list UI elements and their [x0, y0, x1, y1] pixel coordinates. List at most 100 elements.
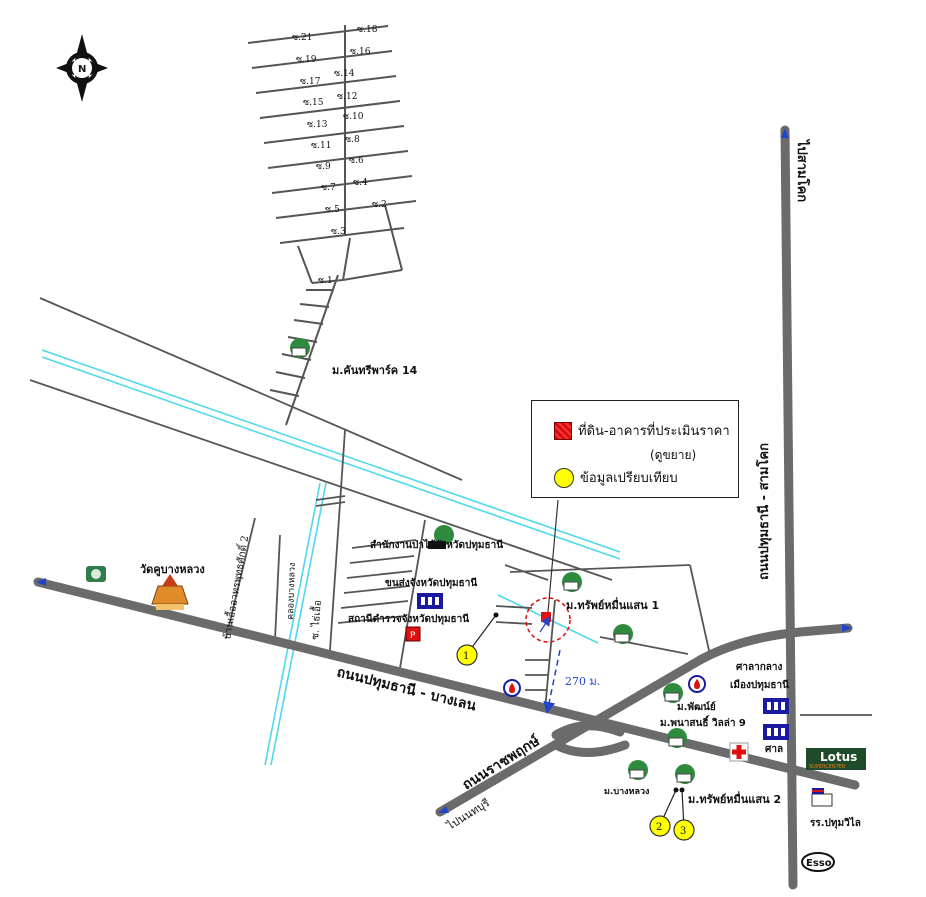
transport-office-label: ขนส่งจังหวัดปทุมธานี — [385, 577, 477, 589]
ban-uea-label: บ้านเอื้ออาทรพุทธศักดิ์ 2 — [219, 534, 251, 640]
soi-label: ซ.5 — [325, 205, 340, 215]
rail-lines — [29, 297, 613, 581]
canal-bang-luang-label: คลองบางหลวง — [286, 562, 298, 620]
arrow-icon — [438, 806, 449, 813]
house-icon — [562, 572, 582, 592]
legend-see-expanded: (ดูขยาย) — [650, 448, 697, 462]
police-station-label: สถานีตำรวจจังหวัดปทุมธานี — [348, 613, 469, 625]
house-icon — [628, 760, 648, 780]
svg-text:P: P — [410, 631, 416, 641]
gas-station-icon — [688, 675, 706, 693]
school-icon — [811, 788, 833, 807]
house-icon — [613, 624, 633, 644]
tree-icon — [428, 525, 454, 549]
road-arrows — [36, 128, 852, 813]
soi-label: ซ.7 — [321, 183, 336, 193]
soi-label: ซ.8 — [345, 135, 360, 145]
comparable-number: 3 — [680, 826, 686, 837]
soi-labels: ซ.21 ซ.18 ซ.19 ซ.16 ซ.17 ซ.14 ซ.15 ซ.12 … — [292, 25, 387, 286]
house-icon — [675, 764, 695, 784]
arrow-icon — [781, 128, 789, 138]
lotus-logo-text: Lotus — [820, 750, 857, 764]
compass-north-label: N — [78, 64, 86, 75]
phatnai-label: ม.พัฒน์ย์ — [677, 701, 716, 713]
soi-label: ซ.11 — [311, 141, 331, 151]
to-samkhok-label: ไปสามโคก — [794, 138, 811, 202]
major-roads — [33, 125, 860, 890]
soi-label: ซ.12 — [337, 92, 357, 102]
canal — [41, 349, 621, 766]
esso-logo-text: Esso — [806, 858, 832, 869]
soi-label: ซ.14 — [334, 69, 355, 79]
police-icon: P — [405, 626, 421, 642]
soi-label: ซ.2 — [372, 200, 387, 210]
map-legend: ที่ดิน-อาคารที่ประเมินราคา (ดูขยาย) ข้อม… — [531, 400, 739, 498]
subject-swatch — [554, 421, 572, 440]
comparable-marker — [673, 819, 695, 841]
distance-label: 270 ม. — [565, 675, 600, 688]
school-label: รร.ปทุมวิไล — [810, 816, 861, 829]
wat-label: วัดคูบางหลวง — [140, 563, 205, 577]
place-labels: ม.คันทรีพาร์ค 14 วัดคูบางหลวง สำนักงานป่… — [140, 364, 861, 829]
soi-label: ซ.18 — [357, 25, 378, 35]
compass-icon: N — [56, 34, 108, 102]
lotus-logo-sub: SUPERCENTER — [809, 764, 846, 770]
house-icon — [667, 728, 687, 748]
legend-comparable-row: ข้อมูลเปรียบเทียบ — [554, 467, 678, 488]
gas-station-icon — [503, 679, 521, 697]
comparable-marker — [649, 815, 671, 837]
local-roads — [225, 429, 872, 716]
soi-label: ซ.19 — [296, 55, 317, 65]
sap-muensaen-2-label: ม.ทรัพย์หมื่นแสน 2 — [688, 791, 781, 806]
soi-label: ซ.21 — [292, 33, 312, 43]
legend-subject-label: ที่ดิน-อาคารที่ประเมินราคา — [578, 424, 730, 439]
gas-station-icons — [86, 566, 706, 697]
comparable-markers: 1 2 3 — [456, 612, 695, 841]
soi-label: ซ.10 — [343, 112, 364, 122]
hospital-icon — [729, 742, 749, 762]
soi-label: ซ.15 — [303, 98, 324, 108]
comparable-number: 1 — [463, 651, 469, 662]
soi-label: ซ.17 — [300, 77, 321, 87]
comparable-swatch — [554, 467, 574, 488]
temple-icon — [151, 574, 189, 610]
house-icon — [290, 338, 310, 358]
building-icon — [417, 593, 443, 609]
soi-label: ซ.4 — [353, 178, 368, 188]
provincial-hall-label-2: เมืองปทุมธานี — [730, 679, 789, 691]
bang-luang-village-label: ม.บางหลวง — [604, 787, 649, 797]
arrow-icon — [842, 624, 852, 632]
building-icon — [763, 724, 789, 740]
court-label: ศาล — [765, 744, 783, 755]
legend-comparable-label: ข้อมูลเปรียบเทียบ — [580, 471, 678, 486]
soi-label: ซ.13 — [307, 120, 328, 130]
pathum-samkhok-road-label: ถนนปทุมธานี - สามโคก — [755, 443, 772, 580]
soi-grid — [247, 25, 417, 426]
building-icon — [763, 698, 789, 714]
soi-label: ซ.6 — [349, 156, 364, 166]
forestry-office-label: สำนักงานป่าไม้จังหวัดปทุมธานี — [370, 538, 503, 551]
subject-marker — [541, 612, 551, 622]
soi-label: ซ.3 — [331, 227, 346, 237]
soi-label: ซ.9 — [316, 162, 331, 172]
comparable-number: 2 — [656, 822, 662, 833]
phanasin-villa-label: ม.พนาสนธิ์ วิลล่า 9 — [660, 715, 746, 729]
comparable-marker — [456, 644, 478, 666]
house-icon — [663, 683, 683, 703]
arrow-icon — [36, 578, 46, 586]
soi-label: ซ.1 — [318, 276, 333, 286]
ptt-icon — [86, 566, 106, 582]
lotus-logo: Lotus SUPERCENTER — [806, 748, 866, 770]
legend-subject-row: ที่ดิน-อาคารที่ประเมินราคา — [554, 420, 730, 441]
soi-label: ซ.16 — [350, 47, 371, 57]
sap-muensaen-1-label: ม.ทรัพย์หมื่นแสน 1 — [566, 597, 659, 612]
soi-thai-ruea-label: ซ. ไธ่เอื้อ — [307, 600, 324, 641]
village-icons — [290, 338, 695, 784]
subject-location — [525, 499, 571, 714]
provincial-hall-label-1: ศาลากลาง — [736, 662, 783, 673]
esso-logo: Esso — [801, 852, 835, 872]
government-icons: P Lotus SUPERCENTER Esso — [405, 525, 866, 872]
kanthari-park-label: ม.คันทรีพาร์ค 14 — [332, 364, 418, 377]
